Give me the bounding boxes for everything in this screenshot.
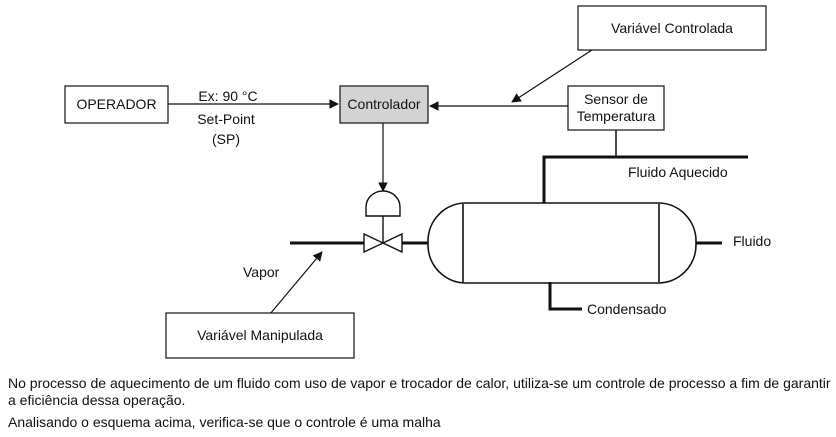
controller-label: Controlador (347, 96, 420, 112)
controlled-variable-arrow (511, 49, 593, 103)
condensate-pipe (548, 282, 582, 311)
sensor-label-line2: Temperatura (577, 108, 656, 124)
manipulated-variable-arrow (269, 251, 323, 315)
heat-exchanger (427, 202, 697, 284)
controlled-variable-box: Variável Controlada (577, 5, 767, 51)
setpoint-label: Set-Point (197, 111, 255, 127)
steam-label: Vapor (243, 264, 280, 280)
temperature-sensor-box: Sensor de Temperatura (567, 85, 665, 131)
question-paragraph: No processo de aquecimento de um fluido … (8, 375, 831, 408)
question-prompt: Analisando o esquema acima, verifica-se … (8, 414, 441, 430)
control-valve (363, 232, 403, 254)
process-control-diagram: Variável Controlada OPERADOR Ex: 90 °C S… (64, 5, 771, 359)
condensate-label: Condensado (587, 301, 667, 317)
controlled-variable-label: Variável Controlada (611, 20, 733, 36)
valve-actuator (365, 190, 401, 217)
heated-fluid-label: Fluido Aquecido (628, 164, 728, 180)
heated-fluid-pipe (542, 155, 748, 204)
setpoint-abbr-label: (SP) (212, 131, 240, 147)
operator-box: OPERADOR (64, 85, 169, 124)
sensor-label-line1: Sensor de (584, 91, 648, 107)
controller-box: Controlador (339, 85, 429, 124)
manipulated-variable-label: Variável Manipulada (197, 327, 323, 343)
operator-label: OPERADOR (76, 96, 156, 112)
fluid-label: Fluido (733, 233, 771, 249)
manipulated-variable-box: Variável Manipulada (165, 312, 355, 359)
setpoint-example-label: Ex: 90 °C (198, 88, 257, 104)
